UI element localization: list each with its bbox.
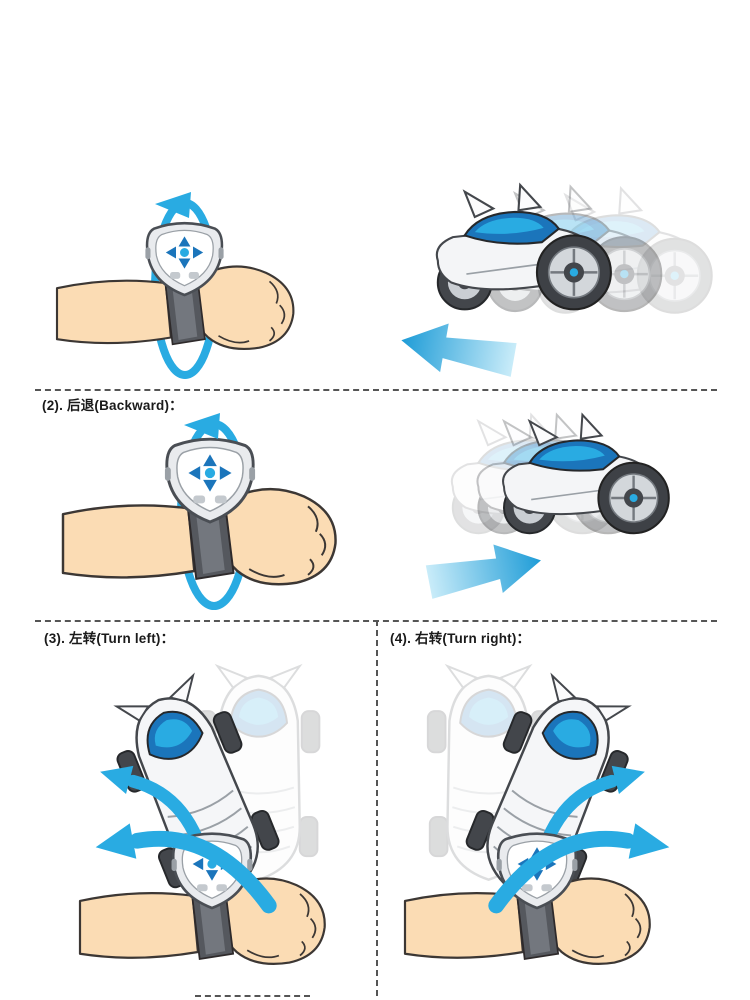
page-bottom-divider — [195, 995, 310, 997]
backward-car-illustration — [424, 413, 670, 607]
section-turn-left-label: (3). 左转(Turn left)： — [44, 631, 175, 646]
turn-left-wrist-illustration — [40, 795, 370, 995]
section-turn-right-label: (4). 右转(Turn right)： — [390, 631, 531, 646]
backward-wrist-illustration — [38, 413, 433, 610]
section-divider — [35, 389, 717, 391]
forward-motion-arrow-icon — [397, 315, 518, 385]
column-divider — [376, 620, 378, 996]
backward-motion-arrow-icon — [424, 536, 546, 607]
section-backward-label: (2). 后退(Backward)： — [42, 398, 183, 413]
forward-car-illustration — [397, 183, 713, 385]
rotation-arrowhead-icon — [184, 413, 220, 439]
forward-wrist-illustration — [42, 192, 382, 379]
rotation-arrowhead-icon — [155, 192, 191, 218]
turn-right-wrist-illustration — [385, 795, 715, 995]
